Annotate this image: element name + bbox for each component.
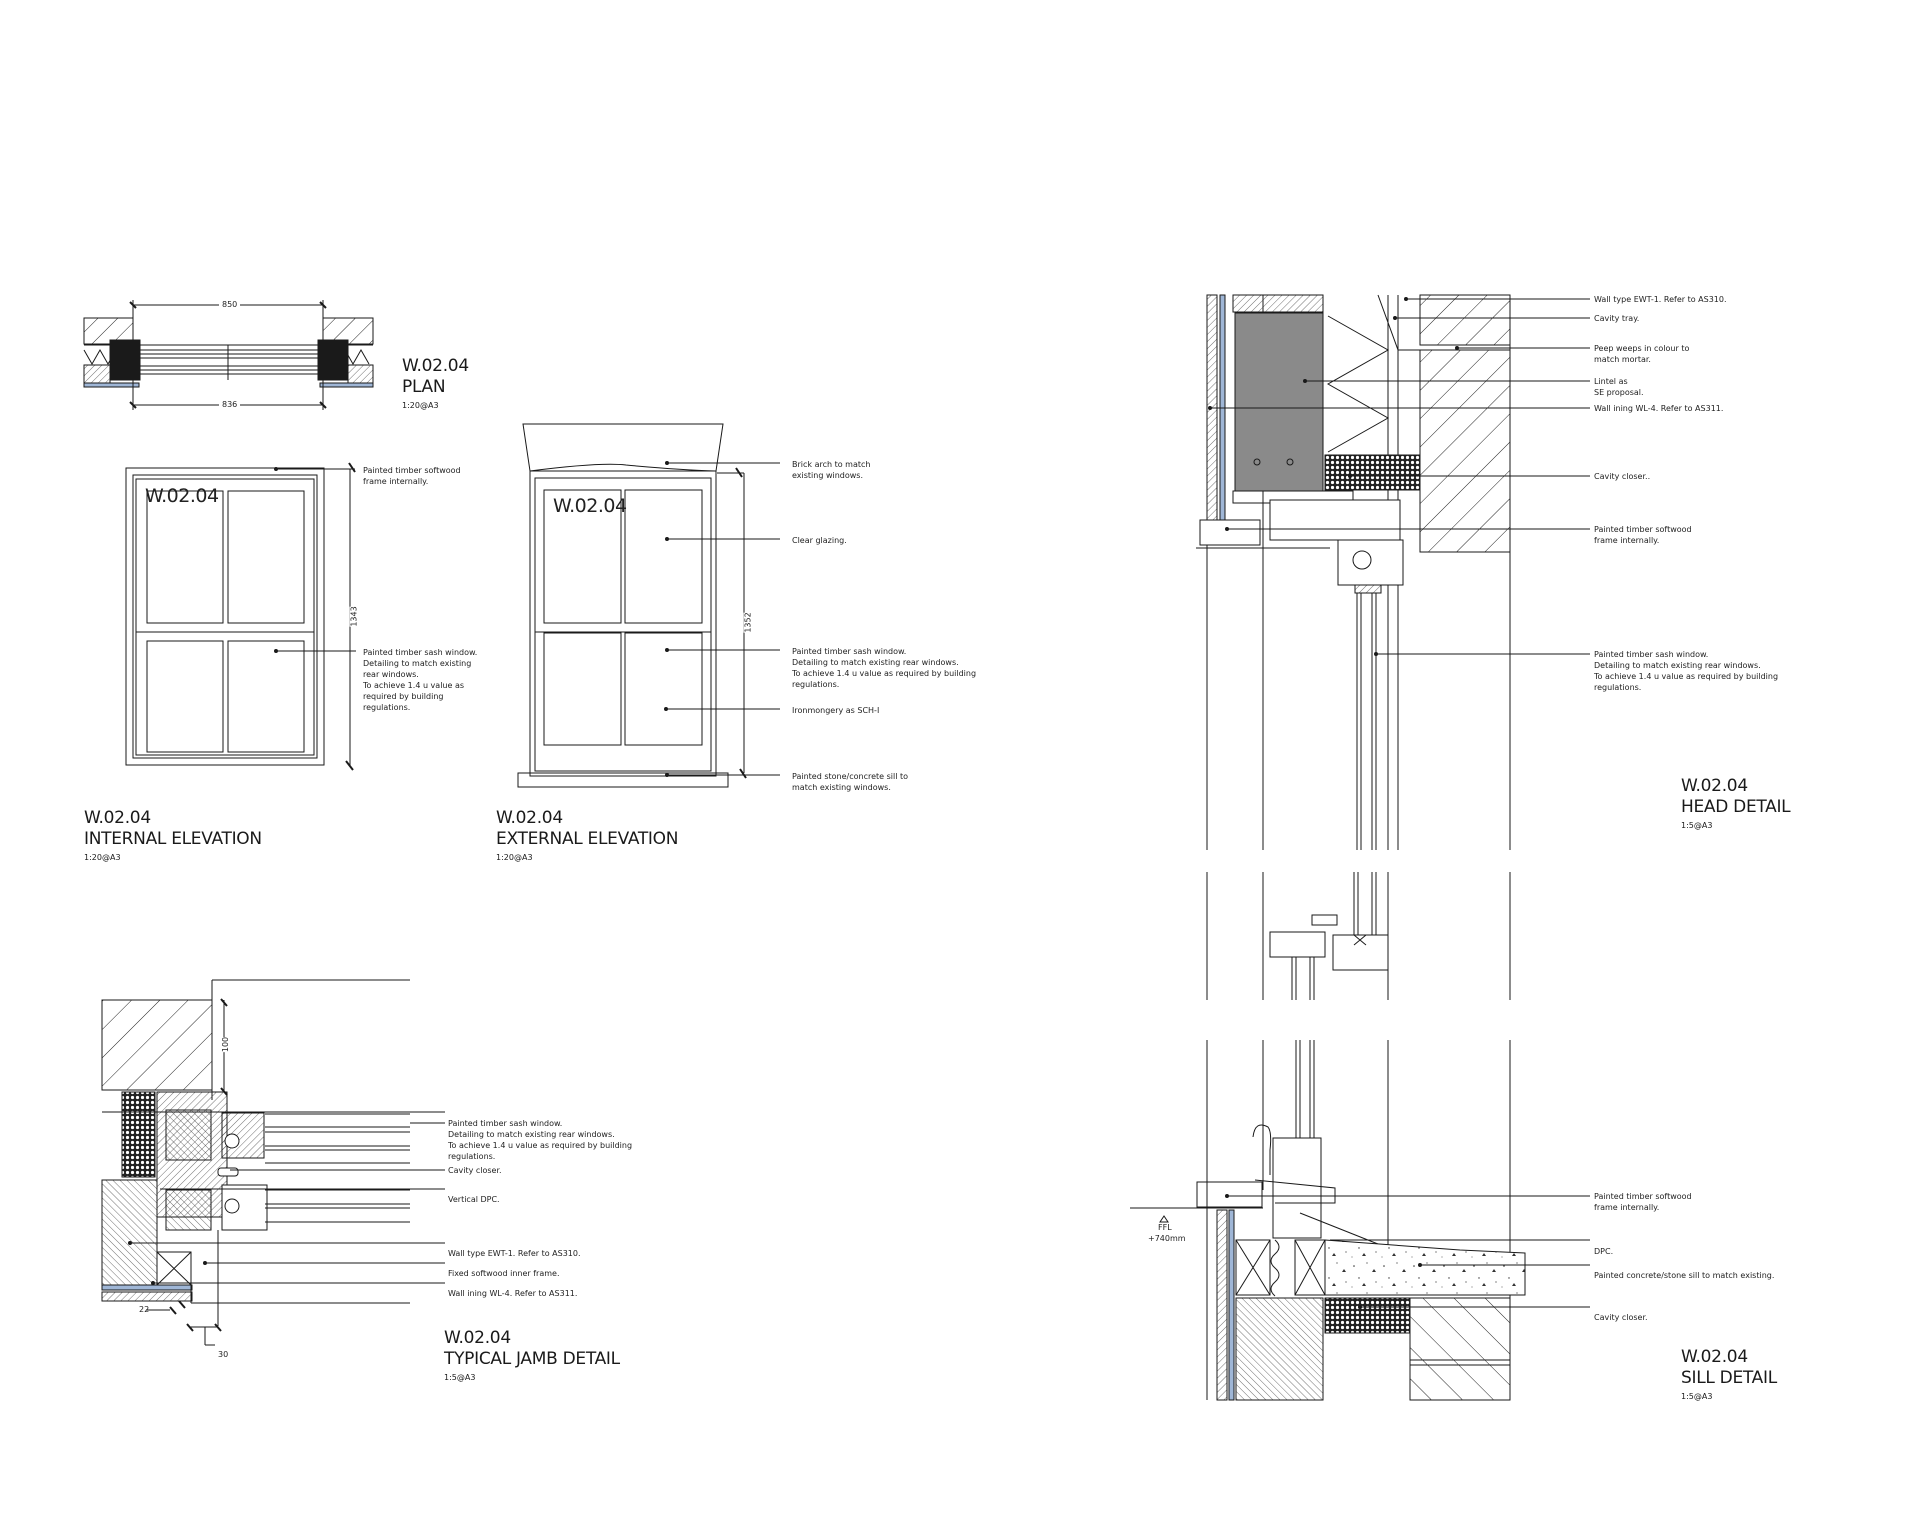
jamb-detail-scale: 1:5@A3: [444, 1373, 476, 1382]
external-note-glazing: Clear glazing.: [792, 536, 847, 545]
internal-dim-height: 1343: [349, 606, 359, 627]
sill-detail-code: W.02.04: [1681, 1347, 1748, 1367]
internal-elevation-title-block: W.02.04 INTERNAL ELEVATION 1:20@A3: [84, 808, 262, 864]
external-note-brick-arch: Brick arch to match existing windows.: [792, 460, 871, 480]
sill-level-label: FFL: [1158, 1223, 1172, 1232]
external-window-tag: W.02.04: [553, 495, 627, 517]
sill-detail-title: SILL DETAIL: [1681, 1368, 1777, 1388]
head-detail-title: HEAD DETAIL: [1681, 797, 1791, 817]
jamb-note-wall-lining: Wall ining WL-4. Refer to AS311.: [448, 1289, 578, 1298]
internal-elevation-drawing: [125, 462, 356, 771]
plan-code: W.02.04: [402, 356, 469, 376]
external-elevation-title: EXTERNAL ELEVATION: [496, 829, 679, 849]
jamb-detail-title-block: W.02.04 TYPICAL JAMB DETAIL 1:5@A3: [444, 1328, 620, 1384]
head-note-peep-weeps: Peep weeps in colour to match mortar.: [1594, 344, 1690, 364]
external-note-sash: Painted timber sash window. Detailing to…: [792, 647, 977, 689]
sill-detail-title-block: W.02.04 SILL DETAIL 1:5@A3: [1681, 1347, 1777, 1403]
head-detail-code: W.02.04: [1681, 776, 1748, 796]
head-note-sash: Painted timber sash window. Detailing to…: [1594, 650, 1779, 692]
plan-dim-bottom: 836: [219, 400, 241, 409]
plan-dim-top: 850: [219, 300, 241, 309]
external-elevation-scale: 1:20@A3: [496, 853, 533, 862]
internal-elevation-title: INTERNAL ELEVATION: [84, 829, 262, 849]
sill-detail-scale: 1:5@A3: [1681, 1392, 1713, 1401]
jamb-note-inner-frame: Fixed softwood inner frame.: [448, 1269, 560, 1278]
internal-window-tag: W.02.04: [145, 485, 219, 507]
head-note-cavity-closer: Cavity closer..: [1594, 472, 1651, 481]
head-note-lintel: Lintel as SE proposal.: [1594, 377, 1644, 397]
head-note-cavity-tray: Cavity tray.: [1594, 314, 1640, 323]
jamb-dim-100: 100: [221, 1036, 231, 1053]
jamb-detail-title: TYPICAL JAMB DETAIL: [444, 1349, 620, 1369]
head-note-wall-lining: Wall ining WL-4. Refer to AS311.: [1594, 404, 1724, 413]
head-detail-title-block: W.02.04 HEAD DETAIL 1:5@A3: [1681, 776, 1791, 832]
sill-level-value: +740mm: [1148, 1234, 1186, 1243]
jamb-detail-code: W.02.04: [444, 1328, 511, 1348]
jamb-detail-drawing: [101, 979, 445, 1346]
head-note-frame: Painted timber softwood frame internally…: [1594, 525, 1692, 545]
external-elevation-code: W.02.04: [496, 808, 563, 828]
jamb-note-wall-type: Wall type EWT-1. Refer to AS310.: [448, 1249, 581, 1258]
head-detail-drawing: [1130, 294, 1590, 1401]
internal-note-sash: Painted timber sash window. Detailing to…: [363, 648, 478, 712]
jamb-dim-30: 30: [218, 1350, 229, 1359]
jamb-note-sash: Painted timber sash window. Detailing to…: [448, 1119, 633, 1161]
head-detail-scale: 1:5@A3: [1681, 821, 1713, 830]
plan-scale: 1:20@A3: [402, 401, 439, 410]
jamb-note-cavity-closer: Cavity closer.: [448, 1166, 502, 1175]
external-elevation-drawing: [517, 423, 780, 788]
external-note-sill: Painted stone/concrete sill to match exi…: [792, 772, 909, 792]
jamb-note-vertical-dpc: Vertical DPC.: [448, 1195, 500, 1204]
sill-note-frame: Painted timber softwood frame internally…: [1594, 1192, 1692, 1212]
internal-note-frame: Painted timber softwood frame internally…: [363, 466, 461, 486]
sill-note-cavity-closer: Cavity closer.: [1594, 1313, 1648, 1322]
external-note-ironmongery: Ironmongery as SCH-I: [792, 706, 880, 715]
external-elevation-title-block: W.02.04 EXTERNAL ELEVATION 1:20@A3: [496, 808, 678, 864]
external-dim-height: 1352: [743, 612, 753, 633]
sill-note-concrete-sill: Painted concrete/stone sill to match exi…: [1594, 1271, 1775, 1280]
plan-title-block: W.02.04 PLAN 1:20@A3: [402, 356, 469, 412]
plan-drawing: [83, 300, 374, 410]
plan-title: PLAN: [402, 377, 446, 397]
jamb-dim-22: 22: [139, 1305, 150, 1314]
sill-note-dpc: DPC.: [1594, 1247, 1614, 1256]
internal-elevation-scale: 1:20@A3: [84, 853, 121, 862]
head-note-wall-type: Wall type EWT-1. Refer to AS310.: [1594, 295, 1727, 304]
internal-elevation-code: W.02.04: [84, 808, 151, 828]
